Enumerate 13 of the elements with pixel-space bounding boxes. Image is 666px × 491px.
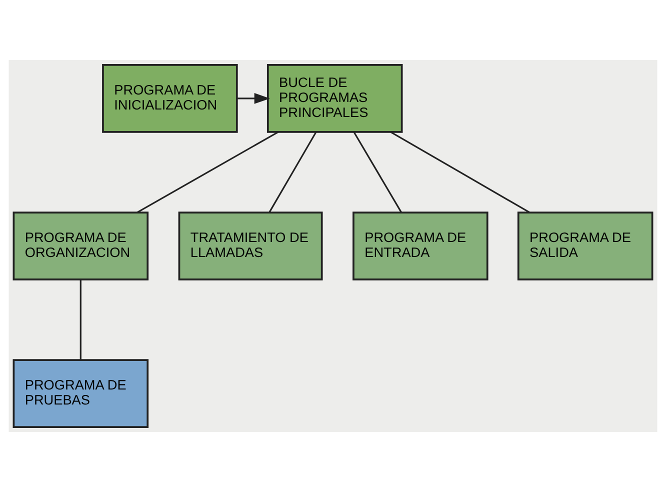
node-box: PROGRAMA DE SALIDA <box>517 211 654 280</box>
node-box: PROGRAMA DE PRUEBAS <box>12 358 149 428</box>
connector <box>80 279 82 360</box>
connector <box>268 131 317 212</box>
node-box: BUCLE DE PROGRAMAS PRINCIPALES <box>266 64 403 132</box>
arrow <box>236 92 270 104</box>
connector <box>390 130 530 213</box>
node-box: PROGRAMA DE INICIALIZACION <box>102 64 238 132</box>
node-box: PROGRAMA DE ENTRADA <box>352 211 488 280</box>
connector <box>136 130 279 213</box>
connector <box>353 131 402 212</box>
node-box: PROGRAMA DE ORGANIZACION <box>12 211 149 280</box>
node-box: TRATAMIENTO DE LLAMADAS <box>178 211 323 280</box>
